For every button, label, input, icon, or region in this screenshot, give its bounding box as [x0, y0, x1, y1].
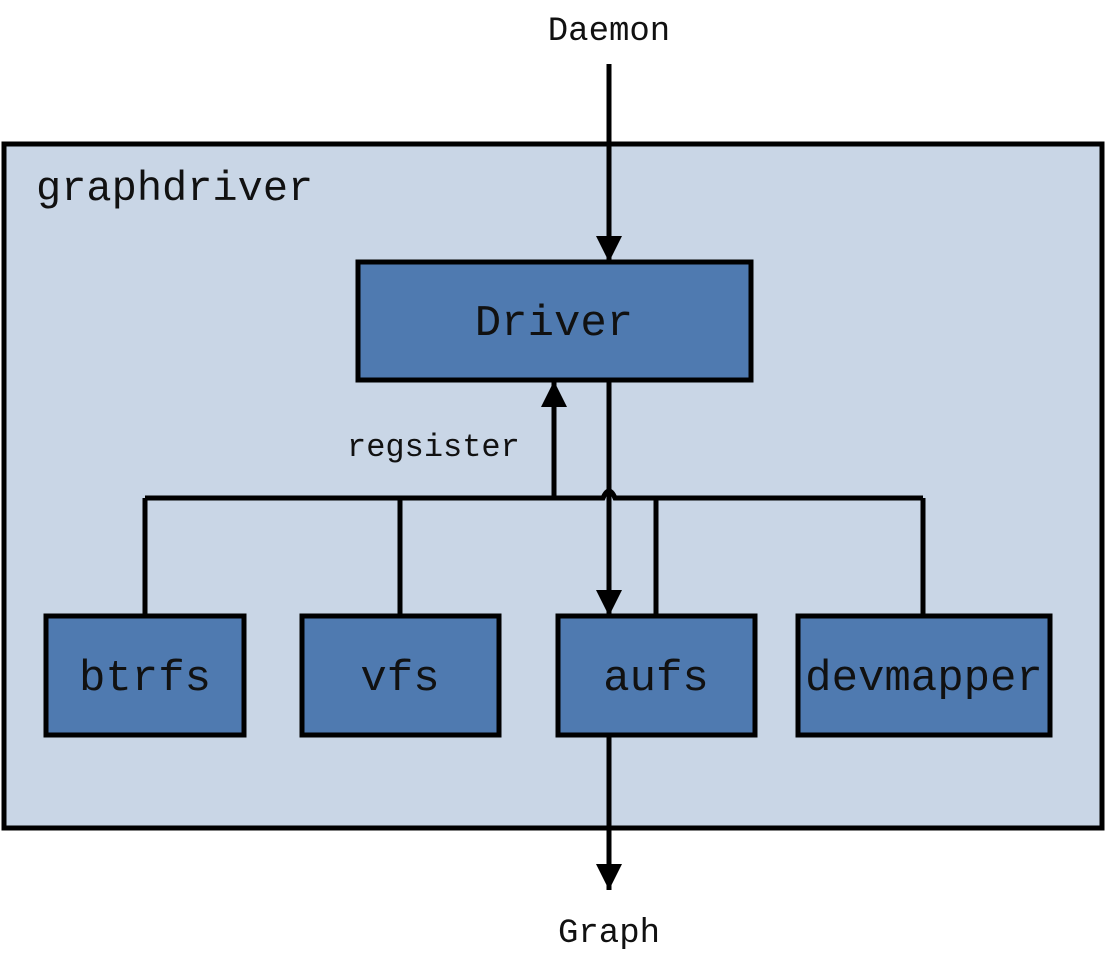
vfs-box — [299, 613, 502, 738]
aufs-box — [555, 613, 758, 738]
driver-aufs: aufs — [555, 613, 758, 738]
devmapper-label: devmapper — [805, 654, 1043, 704]
btrfs-label: btrfs — [79, 654, 211, 704]
devmapper-box — [795, 613, 1053, 738]
graph-label: Graph — [558, 915, 660, 953]
driver-btrfs: btrfs — [43, 613, 247, 738]
driver-box — [355, 259, 754, 383]
aufs-label: aufs — [603, 654, 709, 704]
btrfs-box — [43, 613, 247, 738]
register-label: regsister — [347, 429, 520, 466]
driver-label: Driver — [475, 299, 633, 349]
driver-vfs: vfs — [299, 613, 502, 738]
vfs-label: vfs — [360, 654, 439, 704]
driver-devmapper: devmapper — [795, 613, 1053, 738]
container-title: graphdriver — [36, 165, 313, 213]
daemon-label: Daemon — [548, 13, 670, 51]
